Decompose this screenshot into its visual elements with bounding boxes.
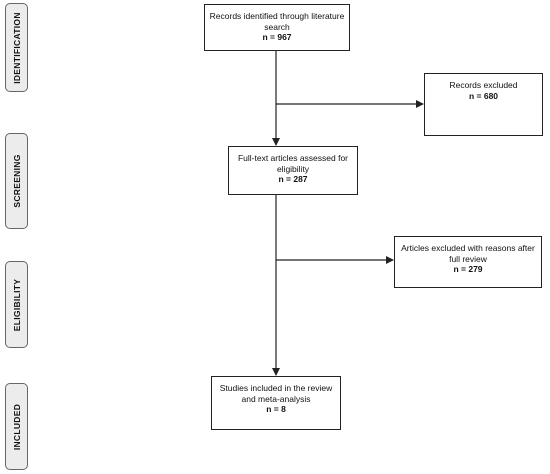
- phase-screening: SCREENING: [5, 133, 28, 229]
- box-records-excluded-text: Records excluded: [449, 80, 518, 90]
- phase-identification: IDENTIFICATION: [5, 3, 28, 92]
- box-studies-included-count: n = 8: [266, 404, 286, 414]
- box-fulltext-assessed: Full-text articles assessed for eligibil…: [228, 146, 358, 195]
- box-fulltext-assessed-text: Full-text articles assessed for eligibil…: [237, 153, 349, 174]
- box-records-identified: Records identified through literature se…: [204, 4, 350, 51]
- box-records-identified-count: n = 967: [262, 32, 292, 42]
- box-records-excluded-count: n = 680: [468, 90, 499, 101]
- phase-included: INCLUDED: [5, 383, 28, 470]
- box-articles-excluded-text: Articles excluded with reasons after ful…: [401, 243, 535, 264]
- box-articles-excluded-count: n = 279: [453, 264, 483, 274]
- box-fulltext-assessed-count: n = 287: [278, 174, 308, 184]
- box-records-excluded: Records excluded n = 680: [424, 73, 543, 136]
- box-studies-included: Studies included in the review and meta-…: [211, 376, 341, 430]
- box-records-identified-text: Records identified through literature se…: [209, 11, 345, 32]
- phase-eligibility: ELIGIBILITY: [5, 261, 28, 348]
- box-studies-included-text: Studies included in the review and meta-…: [219, 383, 333, 404]
- box-articles-excluded: Articles excluded with reasons after ful…: [394, 236, 542, 288]
